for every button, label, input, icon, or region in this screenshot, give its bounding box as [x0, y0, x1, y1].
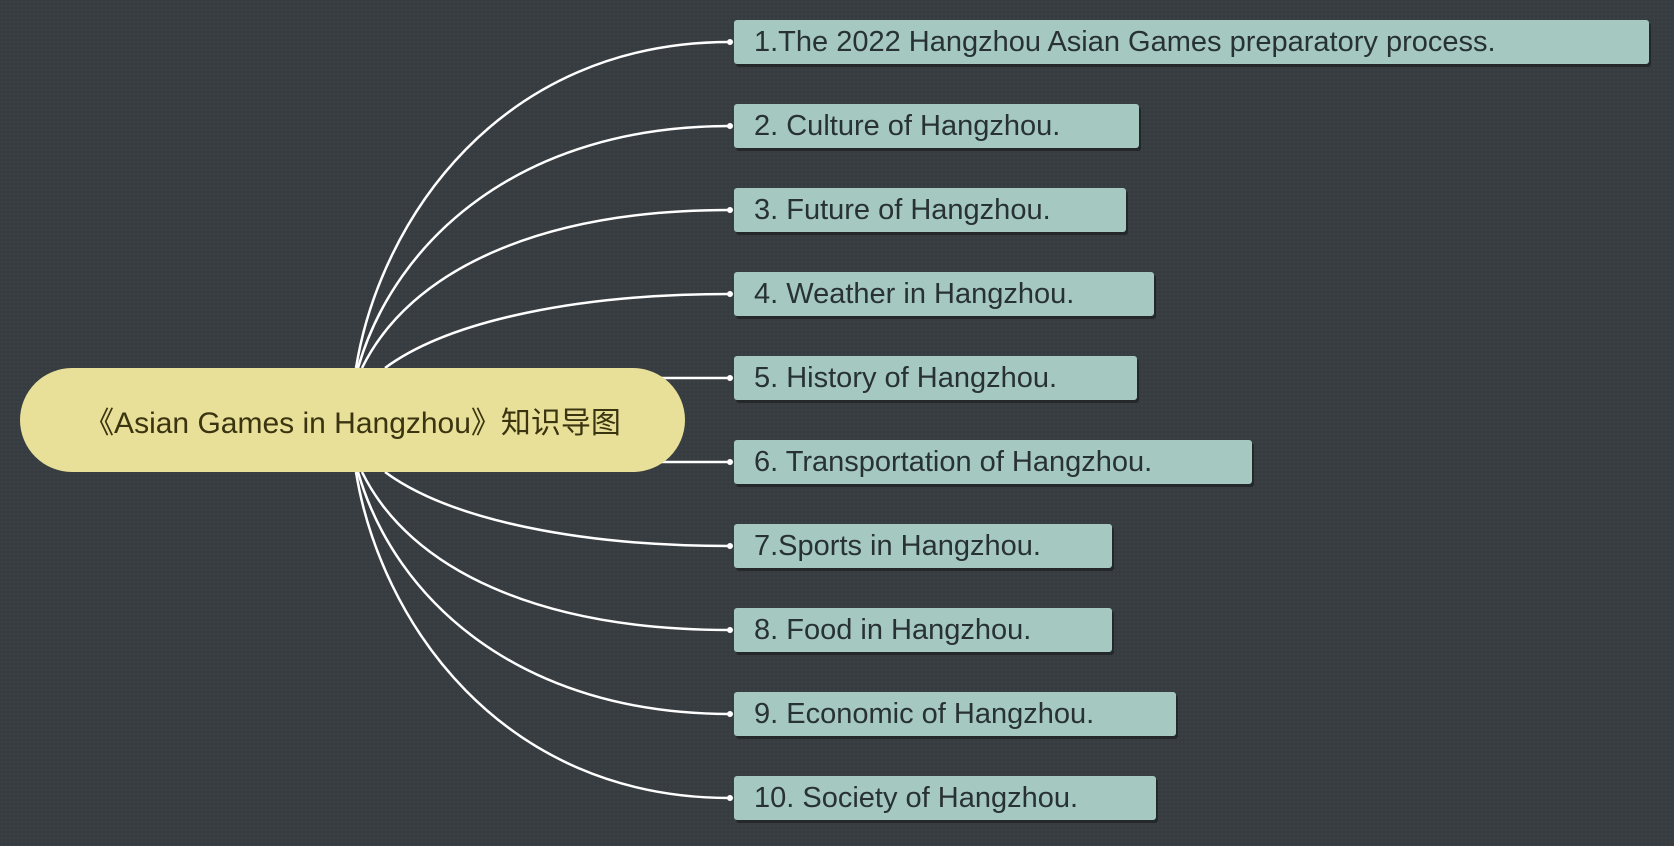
branch-topic-label: 2. Culture of Hangzhou. — [754, 110, 1061, 142]
connector-dot-8 — [727, 627, 733, 633]
branch-topic-10[interactable]: 10. Society of Hangzhou. — [734, 776, 1156, 820]
branch-topic-8[interactable]: 8. Food in Hangzhou. — [734, 608, 1112, 652]
root-topic[interactable]: 《Asian Games in Hangzhou》知识导图 — [20, 368, 685, 472]
branch-topic-6[interactable]: 6. Transportation of Hangzhou. — [734, 440, 1252, 484]
connector-dot-5 — [727, 375, 733, 381]
branch-topic-label: 7.Sports in Hangzhou. — [754, 530, 1041, 562]
connector-line-8 — [360, 471, 731, 632]
connector-line-3 — [360, 208, 731, 369]
branch-topic-3[interactable]: 3. Future of Hangzhou. — [734, 188, 1126, 232]
connector-dot-4 — [727, 291, 733, 297]
connector-line-1 — [354, 40, 731, 369]
connector-line-4 — [384, 292, 731, 370]
connector-dot-9 — [727, 711, 733, 717]
connector-line-7 — [384, 470, 731, 548]
connector-dot-7 — [727, 543, 733, 549]
branch-topic-label: 9. Economic of Hangzhou. — [754, 698, 1095, 730]
connector-dot-1 — [727, 39, 733, 45]
connector-line-10 — [354, 471, 731, 800]
branch-topic-5[interactable]: 5. History of Hangzhou. — [734, 356, 1137, 400]
branch-topic-label: 4. Weather in Hangzhou. — [754, 278, 1075, 310]
branch-topic-label: 3. Future of Hangzhou. — [754, 194, 1051, 226]
connector-dot-3 — [727, 207, 733, 213]
branch-topic-label: 8. Food in Hangzhou. — [754, 614, 1032, 646]
branch-topic-label: 5. History of Hangzhou. — [754, 362, 1058, 394]
branch-topic-2[interactable]: 2. Culture of Hangzhou. — [734, 104, 1139, 148]
branch-topic-label: 1.The 2022 Hangzhou Asian Games preparat… — [754, 26, 1496, 58]
connector-dot-10 — [727, 795, 733, 801]
root-topic-label: 《Asian Games in Hangzhou》知识导图 — [84, 407, 621, 440]
branch-topic-label: 6. Transportation of Hangzhou. — [754, 446, 1153, 478]
connector-dot-6 — [727, 459, 733, 465]
connector-line-9 — [356, 471, 731, 716]
branch-topic-7[interactable]: 7.Sports in Hangzhou. — [734, 524, 1112, 568]
connector-dot-2 — [727, 123, 733, 129]
branch-topic-1[interactable]: 1.The 2022 Hangzhou Asian Games preparat… — [734, 20, 1649, 64]
branch-topic-4[interactable]: 4. Weather in Hangzhou. — [734, 272, 1154, 316]
connector-line-2 — [356, 124, 731, 369]
branch-topic-9[interactable]: 9. Economic of Hangzhou. — [734, 692, 1176, 736]
branch-topic-label: 10. Society of Hangzhou. — [754, 782, 1079, 814]
